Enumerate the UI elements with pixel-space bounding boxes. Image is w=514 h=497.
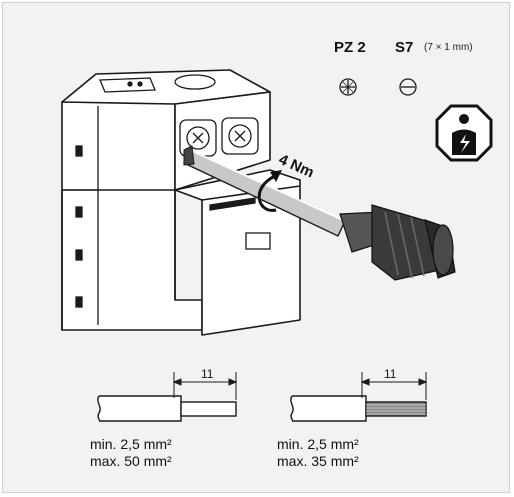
strip-length-label: 11 <box>201 367 214 381</box>
device-body <box>61 69 301 336</box>
slotted-size-label: (7 × 1 mm) <box>424 42 473 53</box>
solid-cable-drawing <box>97 395 237 422</box>
pozidriv-cross-icon <box>339 78 357 96</box>
strip-length-dimension <box>360 372 428 400</box>
max-cross-section: max. 50 mm² <box>90 453 172 469</box>
strip-length-label: 11 <box>384 367 397 381</box>
stranded-cable-spec: min. 2,5 mm² max. 35 mm² <box>277 436 359 470</box>
strip-length-dimension <box>172 372 238 400</box>
rotation-arrow-icon <box>257 174 277 212</box>
stranded-cable-drawing <box>290 395 427 422</box>
screwdriver <box>183 145 456 281</box>
max-cross-section: max. 35 mm² <box>277 453 359 469</box>
min-cross-section: min. 2,5 mm² <box>277 436 359 452</box>
min-cross-section: min. 2,5 mm² <box>90 436 172 452</box>
slotted-screwdriver-icon <box>399 78 417 96</box>
qualified-electrician-icon <box>435 104 493 162</box>
device-details <box>62 74 271 325</box>
slotted-label: S7 <box>395 39 414 56</box>
screwdriver-handle <box>339 204 456 281</box>
pozidriv-label: PZ 2 <box>334 39 366 56</box>
solid-cable-spec: min. 2,5 mm² max. 50 mm² <box>90 436 172 470</box>
